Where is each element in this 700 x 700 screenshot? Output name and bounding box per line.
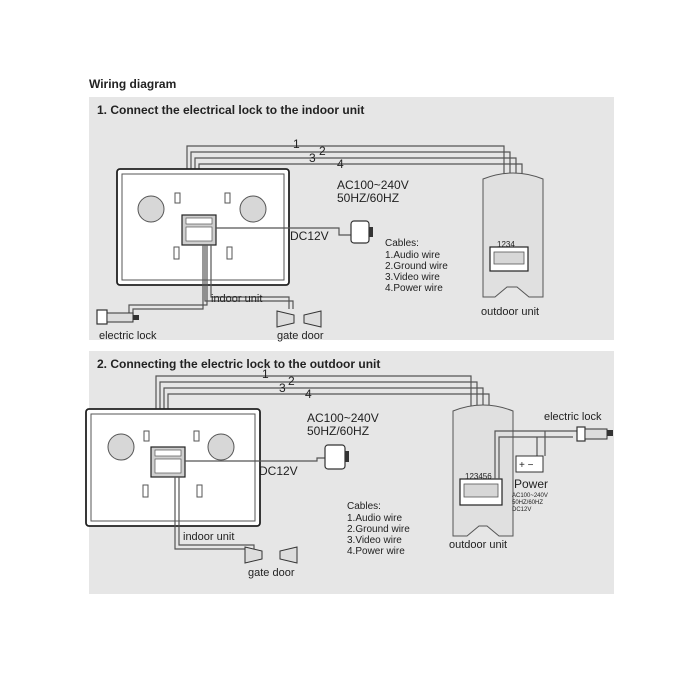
wire-number-3: 3 <box>279 381 286 395</box>
step-1-title: 1. Connect the electrical lock to the in… <box>97 103 365 117</box>
wire-number-4: 4 <box>337 157 344 171</box>
cables-title: Cables: <box>385 238 419 249</box>
wire-number-1: 1 <box>262 367 269 381</box>
power-spec: AC100~240V <box>512 493 548 499</box>
cable-item: 2.Ground wire <box>347 524 410 535</box>
dc-voltage: DC12V <box>290 229 329 243</box>
indoor-monitor <box>116 168 290 286</box>
cable-item: 1.Audio wire <box>347 513 402 524</box>
electric-lock <box>96 309 139 325</box>
mains-frequency: 50HZ/60HZ <box>307 424 369 438</box>
power-polarity: + − <box>519 460 534 471</box>
power-spec: 50HZ/60HZ <box>512 500 543 506</box>
indoor-unit-label: indoor unit <box>183 531 234 543</box>
speaker-left <box>107 433 135 461</box>
power-adapter <box>185 444 349 470</box>
mains-voltage: AC100~240V <box>307 411 379 425</box>
step-1-panel: 1. Connect the electrical lock to the in… <box>89 97 614 342</box>
outdoor-unit-label: outdoor unit <box>449 539 507 551</box>
wire-number-3: 3 <box>309 151 316 165</box>
wire-number-4: 4 <box>305 387 312 401</box>
outdoor-unit: 123456 <box>452 404 514 537</box>
electric-lock-label: electric lock <box>99 330 157 342</box>
step-1-diagram: 1 2 3 4 AC100~240V 50HZ/60HZ DC12V <box>96 137 544 342</box>
wire-number-1: 1 <box>293 137 300 151</box>
outdoor-unit: 1234 <box>482 172 544 298</box>
cable-item: 4.Power wire <box>385 283 443 294</box>
power-supply: + − <box>515 455 544 473</box>
wire-number-2: 2 <box>288 374 295 388</box>
gate-door <box>276 310 322 328</box>
outdoor-terminal-numbers: 1234 <box>497 240 515 249</box>
outdoor-unit-label: outdoor unit <box>481 306 539 318</box>
dc-voltage: DC12V <box>259 464 298 478</box>
step-2-panel: 2. Connecting the electric lock to the o… <box>85 351 614 594</box>
speaker-right <box>207 433 235 461</box>
power-adapter <box>216 220 373 244</box>
indoor-monitor <box>85 408 261 527</box>
gate-door-label: gate door <box>248 567 295 579</box>
indoor-unit-label: indoor unit <box>211 293 262 305</box>
cable-item: 3.Video wire <box>385 272 440 283</box>
gate-door <box>244 546 298 564</box>
gate-door-label: gate door <box>277 330 324 342</box>
step-2-diagram: 1 2 3 4 AC100~240V 50HZ/60HZ DC12V <box>85 367 613 579</box>
cable-item: 4.Power wire <box>347 546 405 557</box>
mains-frequency: 50HZ/60HZ <box>337 191 399 205</box>
outdoor-electric-lock <box>576 426 613 442</box>
cable-item: 2.Ground wire <box>385 261 448 272</box>
cables-title: Cables: <box>347 501 381 512</box>
wire-number-2: 2 <box>319 144 326 158</box>
power-label: Power <box>514 477 548 491</box>
outdoor-terminal-numbers: 123456 <box>465 472 492 481</box>
power-spec: DC12V <box>512 507 531 513</box>
step-2-title: 2. Connecting the electric lock to the o… <box>97 357 381 371</box>
speaker-right <box>239 195 267 223</box>
page-title: Wiring diagram <box>89 77 177 91</box>
electric-lock-label: electric lock <box>544 411 602 423</box>
speaker-left <box>137 195 165 223</box>
cable-item: 1.Audio wire <box>385 250 440 261</box>
mains-voltage: AC100~240V <box>337 178 409 192</box>
cable-item: 3.Video wire <box>347 535 402 546</box>
